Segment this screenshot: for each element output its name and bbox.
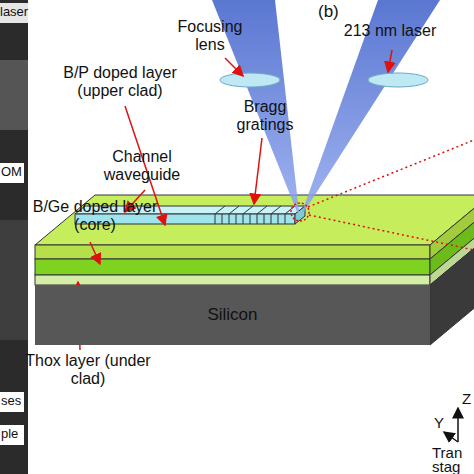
- part-label: Thox layer (under clad): [18, 352, 158, 389]
- part-label: Channel waveguide: [92, 148, 192, 185]
- stage-label: stag: [432, 458, 474, 474]
- silicon-side: [430, 235, 474, 345]
- thox-layer-front: [35, 275, 430, 285]
- zoom-line: [308, 140, 474, 207]
- photo-label: ple: [1, 427, 27, 442]
- part-label: 213 nm laser: [330, 22, 450, 40]
- focus-circle: [291, 203, 309, 221]
- zoom-line: [309, 215, 474, 250]
- part-label: B/P doped layer (upper clad): [50, 64, 190, 101]
- node-text: Silicon: [207, 305, 257, 325]
- focusing-lens: [220, 73, 280, 87]
- core-layer-front: [35, 259, 430, 275]
- part-label: B/Ge doped layer (core): [20, 198, 170, 235]
- panel-label: (b): [318, 2, 358, 22]
- photo-label: laser: [0, 5, 30, 20]
- axis-label: Z: [462, 390, 474, 407]
- photo-strip: [0, 0, 28, 474]
- photo-detail: [0, 220, 28, 340]
- part-label: Focusing lens: [165, 18, 255, 55]
- focusing-lens: [368, 73, 428, 87]
- bragg-grating-lines: [215, 206, 295, 224]
- part-label: Bragg gratings: [225, 98, 305, 135]
- axis-label: Y: [434, 414, 448, 431]
- z-axis: [457, 408, 459, 442]
- photo-detail: [0, 60, 28, 130]
- photo-label: OM: [1, 165, 27, 180]
- substrate-block: Silicon: [35, 285, 430, 345]
- y-axis: [444, 432, 458, 442]
- photo-label: ses: [1, 394, 27, 409]
